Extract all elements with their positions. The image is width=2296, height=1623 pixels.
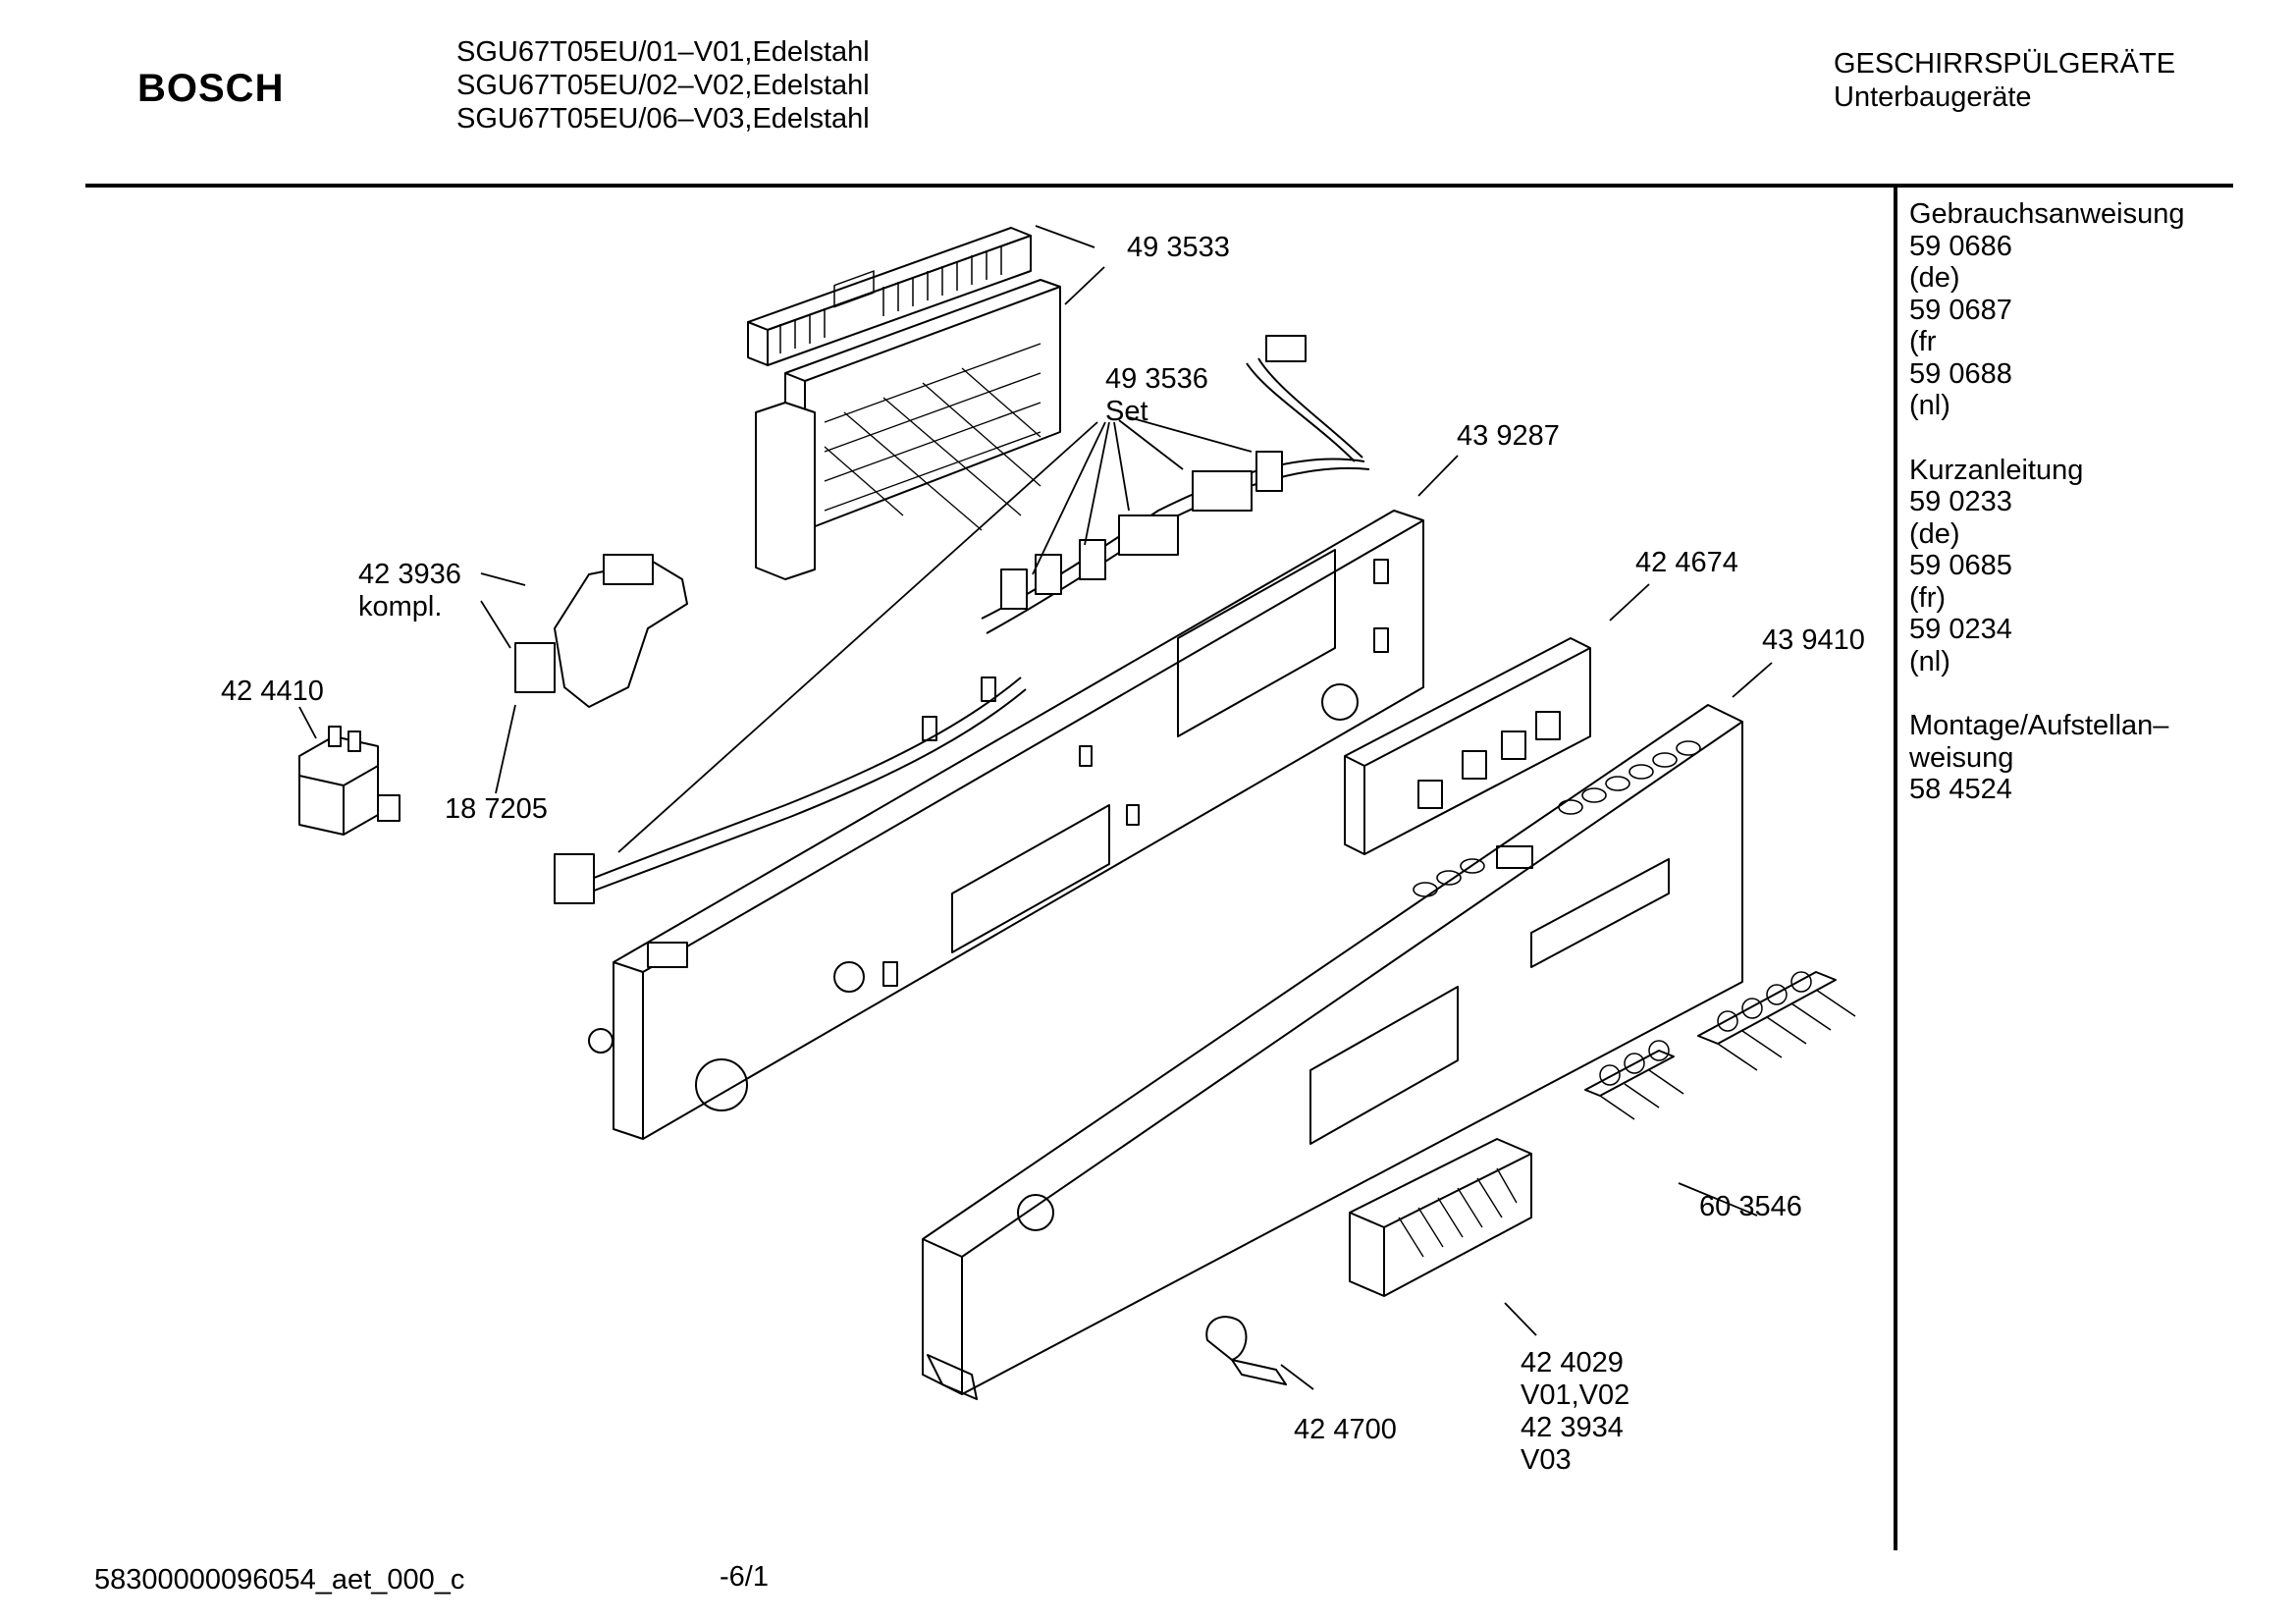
category-block: GESCHIRRSPÜLGERÄTE Unterbaugeräte [1834, 47, 2175, 114]
page-number: -6/1 [720, 1561, 769, 1593]
doc-group-title: Montage/Aufstellan– [1909, 710, 2169, 741]
doc-line: 59 0687 [1909, 294, 2012, 326]
doc-line: (de) [1909, 262, 1960, 294]
category-title: GESCHIRRSPÜLGERÄTE [1834, 48, 2176, 80]
part-note: kompl. [358, 591, 443, 622]
part-label-439287: 43 9287 [1457, 420, 1560, 453]
doc-line: (nl) [1909, 390, 1950, 421]
part-number: 42 3936 [358, 559, 461, 590]
control-module-keypad [747, 227, 1032, 366]
part-number: 43 9287 [1457, 420, 1560, 452]
part-label-493533: 49 3533 [1127, 232, 1230, 264]
part-number: 60 3546 [1699, 1191, 1802, 1222]
sidebar-divider [1894, 188, 1897, 1550]
brand-logo: BOSCH [137, 67, 285, 110]
part-label-493536: 49 3536 Set [1105, 363, 1208, 428]
part-note: V03 [1521, 1444, 1572, 1476]
part-number: 42 4674 [1635, 547, 1738, 578]
part-number: 43 9410 [1762, 624, 1865, 656]
part-number: 42 4700 [1294, 1414, 1397, 1445]
part-note: Set [1105, 396, 1148, 427]
doc-line: 59 0233 [1909, 486, 2012, 517]
part-label-187205: 18 7205 [445, 793, 548, 826]
doc-group-title: Gebrauchsanweisung [1909, 198, 2185, 230]
doc-line: 58 4524 [1909, 774, 2012, 805]
part-note: V01,V02 [1521, 1380, 1630, 1411]
part-label-423936: 42 3936 kompl. [358, 559, 461, 623]
doc-line: (fr) [1909, 581, 1947, 614]
control-module-housing [755, 279, 1061, 580]
documentation-sidebar: Gebrauchsanweisung 59 0686 (de) 59 0687 … [1909, 198, 2185, 839]
part-number: 42 4029 [1521, 1347, 1624, 1379]
door-handle [1349, 1138, 1532, 1297]
part-label-424674: 42 4674 [1635, 547, 1738, 579]
model-line: SGU67T05EU/02–V02,Edelstahl [456, 70, 870, 101]
doc-group-title: Kurzanleitung [1909, 454, 2084, 486]
wiring-harness [554, 335, 1370, 904]
category-subtitle: Unterbaugeräte [1834, 81, 2032, 113]
doc-line: weisung [1909, 741, 2014, 774]
leader-lines [298, 225, 1773, 1390]
model-list: SGU67T05EU/01–V01,Edelstahl SGU67T05EU/0… [456, 35, 870, 135]
model-line: SGU67T05EU/06–V03,Edelstahl [456, 103, 870, 135]
doc-line: (nl) [1909, 645, 1950, 677]
doc-group-short-guide: Kurzanleitung 59 0233 (de) 59 0685 (fr) … [1909, 455, 2185, 678]
part-number: 42 3934 [1521, 1412, 1624, 1443]
header-divider [85, 184, 2233, 188]
doc-line: (de) [1909, 517, 1960, 550]
doc-line: 59 0688 [1909, 357, 2012, 390]
part-number: 49 3533 [1127, 232, 1230, 263]
doc-group-installation: Montage/Aufstellan– weisung 58 4524 [1909, 710, 2185, 806]
document-id: 58300000096054_aet_000_c [94, 1564, 465, 1596]
doc-line: 59 0234 [1909, 614, 2012, 645]
clip-part [1205, 1316, 1287, 1385]
valve-assembly [514, 554, 688, 708]
terminal-block [298, 726, 400, 836]
doc-line: (fr [1909, 326, 1937, 357]
model-line: SGU67T05EU/01–V01,Edelstahl [456, 36, 870, 68]
fascia-panel [922, 704, 1743, 1400]
part-label-424700: 42 4700 [1294, 1414, 1397, 1446]
part-label-603546: 60 3546 [1699, 1191, 1802, 1223]
part-number: 42 4410 [221, 676, 324, 707]
doc-line: 59 0686 [1909, 230, 2012, 262]
panel-frame [588, 510, 1424, 1140]
doc-line: 59 0685 [1909, 550, 2012, 581]
part-label-424410: 42 4410 [221, 676, 324, 708]
doc-group-manual: Gebrauchsanweisung 59 0686 (de) 59 0687 … [1909, 198, 2185, 422]
part-label-424029: 42 4029 V01,V02 42 3934 V03 [1521, 1347, 1629, 1477]
button-strips [1584, 971, 1856, 1120]
display-module [1344, 637, 1591, 855]
part-label-439410: 43 9410 [1762, 624, 1865, 657]
part-number: 49 3536 [1105, 363, 1208, 395]
part-number: 18 7205 [445, 793, 548, 825]
